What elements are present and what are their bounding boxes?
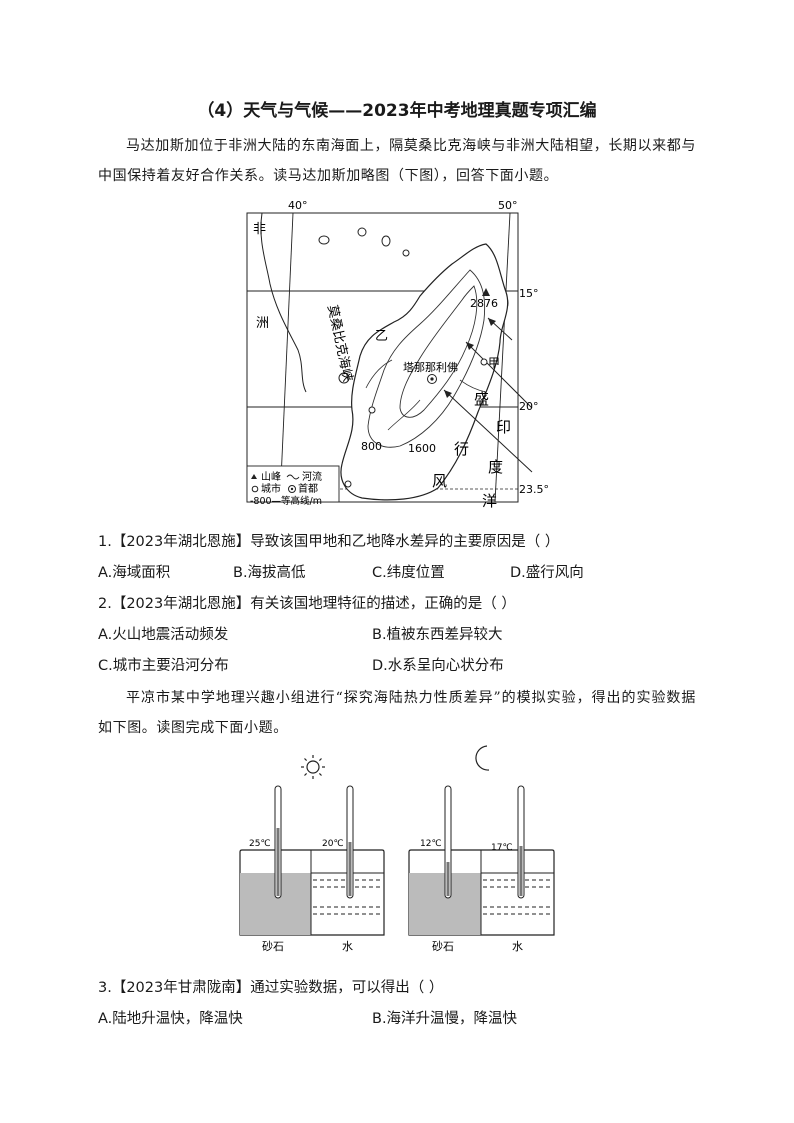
legend-contour-label: -800—等高线/m <box>250 495 322 507</box>
day-water-temp: 20℃ <box>322 839 344 849</box>
lon-40-label: 40° <box>288 199 308 212</box>
question-3-stem: 3.【2023年甘肃陇南】通过实验数据，可以得出（ ） <box>98 980 444 996</box>
capital-label: 塔那那利佛 <box>403 361 458 374</box>
question-1-option-a[interactable]: A.海域面积 <box>98 565 171 581</box>
night-water-label: 水 <box>512 940 523 953</box>
ocean-char-1: 印 <box>496 418 511 436</box>
jia-label: 甲 <box>488 356 500 370</box>
lon-50-label: 50° <box>498 199 518 212</box>
question-3-option-a[interactable]: A.陆地升温快，降温快 <box>98 1011 243 1027</box>
question-2-stem: 2.【2023年湖北恩施】有关该国地理特征的描述，正确的是（ ） <box>98 596 516 612</box>
night-sand-label: 砂石 <box>432 940 454 953</box>
peak-label: 2876 <box>470 297 498 310</box>
madagascar-map: 40° 50° 15° 20° 23.5° 非 洲 莫桑比克海峡 乙 甲 287… <box>246 199 549 510</box>
lat-20-label: 20° <box>519 400 539 413</box>
page-title: （4）天气与气候——2023年中考地理真题专项汇编 <box>197 101 597 121</box>
wind-char-3: 风 <box>432 472 447 490</box>
lat-235-label: 23.5° <box>519 483 549 496</box>
experiment-figure: 25℃ 20℃ 砂石 水 12℃ 17℃ 砂石 水 <box>239 745 555 953</box>
sun-icon <box>301 755 325 779</box>
city-jia-icon <box>480 358 488 366</box>
ocean-char-2: 度 <box>488 458 503 476</box>
peak-icon <box>482 288 490 296</box>
ocean-char-3: 洋 <box>482 492 497 510</box>
africa-label-2: 洲 <box>256 316 269 331</box>
question-1-option-b[interactable]: B.海拔高低 <box>233 565 306 581</box>
question-2-option-b[interactable]: B.植被东西差异较大 <box>372 627 503 643</box>
yi-label: 乙 <box>375 329 388 344</box>
wind-char-2: 行 <box>454 440 469 458</box>
map-legend <box>246 465 340 503</box>
channel-label: 莫桑比克海峡 <box>324 304 355 383</box>
legend-capital-label: 首都 <box>298 482 318 495</box>
question-1-option-c[interactable]: C.纬度位置 <box>372 565 445 581</box>
contour-1600-label: 1600 <box>408 442 436 455</box>
capital-icon <box>430 377 434 381</box>
question-2-option-d[interactable]: D.水系呈向心状分布 <box>372 658 504 674</box>
day-water-label: 水 <box>342 940 353 953</box>
question-2-option-c[interactable]: C.城市主要沿河分布 <box>98 658 229 674</box>
lat-15-label: 15° <box>519 287 539 300</box>
day-sand-label: 砂石 <box>262 940 284 953</box>
legend-river-label: 河流 <box>302 470 322 483</box>
legend-peak-label: 山峰 <box>261 471 281 483</box>
intro-paragraph-1: 马达加斯加位于非洲大陆的东南海面上，隔莫桑比克海峡与非洲大陆相望，长期以来都与中… <box>98 138 696 184</box>
intro-paragraph-2: 平凉市某中学地理兴趣小组进行“探究海陆热力性质差异”的模拟实验，得出的实验数据如… <box>98 690 696 736</box>
moon-icon <box>475 745 490 771</box>
question-1-option-d[interactable]: D.盛行风向 <box>510 565 584 581</box>
contour-800-label: 800 <box>361 440 382 453</box>
night-sand-temp: 12℃ <box>420 839 442 849</box>
legend-city-label: 城市 <box>261 482 281 495</box>
africa-label-1: 非 <box>253 222 266 237</box>
question-2-option-a[interactable]: A.火山地震活动频发 <box>98 627 229 643</box>
question-3-option-b[interactable]: B.海洋升温慢，降温快 <box>372 1011 518 1027</box>
question-1-stem: 1.【2023年湖北恩施】导致该国甲地和乙地降水差异的主要原因是（ ） <box>98 534 560 550</box>
wind-char-1: 盛 <box>474 390 489 408</box>
day-sand-temp: 25℃ <box>249 839 271 849</box>
night-water-temp: 17℃ <box>491 843 513 853</box>
